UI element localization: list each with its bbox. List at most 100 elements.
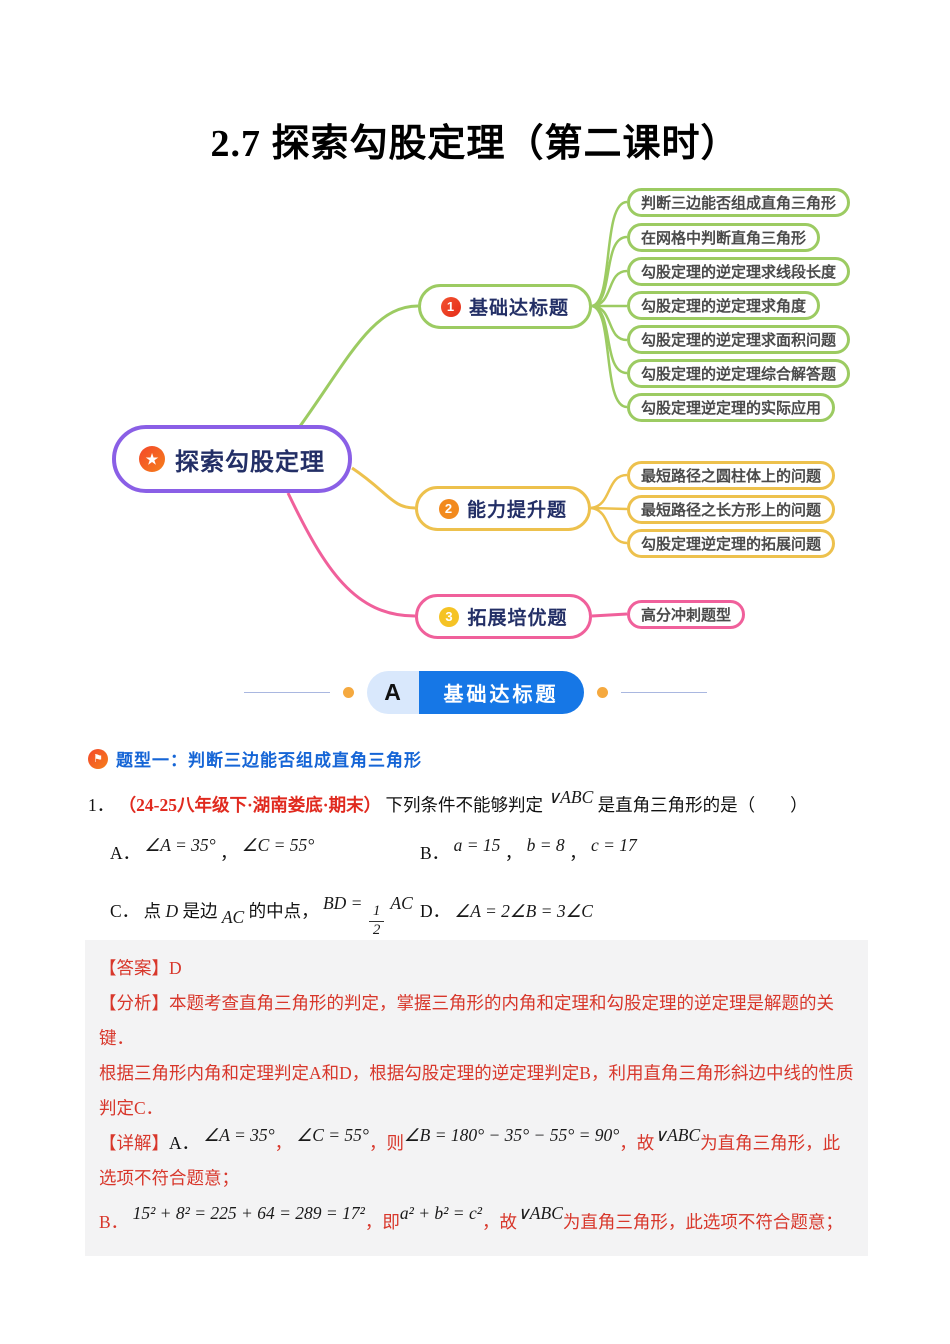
detail-math: ∠C = 55° <box>296 1125 369 1145</box>
banner-dot-left-icon <box>342 686 354 698</box>
mindmap-connector <box>591 235 628 308</box>
detail-math: a² + b² = c² <box>399 1203 482 1223</box>
mindmap-leaf: 勾股定理逆定理的拓展问题 <box>627 529 836 558</box>
question-1: 1． （24-25八年级下·湖南娄底·期末） 下列条件不能够判定 ∨ABC 是直… <box>88 787 880 940</box>
fraction-numerator: 1 <box>368 903 385 922</box>
flag-icon: ⚑ <box>88 748 108 769</box>
detail-text: 故 <box>636 1133 655 1153</box>
option-math: AC <box>221 907 245 927</box>
mindmap-connector <box>590 473 628 510</box>
option-d: D． ∠A = 2∠B = 3∠C <box>420 898 593 923</box>
question-source: （24-25八年级下·湖南娄底·期末） <box>118 795 382 815</box>
fraction-suffix: AC <box>390 893 413 913</box>
mindmap-leaf: 判断三边能否组成直角三角形 <box>627 188 851 217</box>
question-number: 1． <box>88 795 115 815</box>
stem-text: 下列条件不能够判定 <box>385 795 544 815</box>
option-math: D <box>165 901 179 921</box>
option-a: A． ∠A = 35° ， ∠C = 55° <box>110 835 314 865</box>
mindmap-leaf: 勾股定理的逆定理综合解答题 <box>627 359 851 388</box>
detail-math: 15² + 8² = 225 + 64 = 289 = 17² <box>132 1203 365 1223</box>
option-math: ∠C = 55° <box>241 835 315 855</box>
detail-separator: ， <box>368 1133 387 1153</box>
star-icon: ★ <box>139 446 165 472</box>
fraction-denominator: 2 <box>372 921 381 938</box>
detail-math: ∨ABC <box>517 1203 563 1223</box>
mindmap: ★ 探索勾股定理 1 基础达标题 2 能力提升题 3 拓展培优题 判断三边能否组… <box>0 180 950 650</box>
analysis-text: 本题考查直角三角形的判定，掌握三角形的内角和定理和勾股定理的逆定理是解题的关键． <box>99 993 834 1048</box>
detail-line-b: B． 15² + 8² = 225 + 64 = 289 = 17² ， 即a² +… <box>99 1203 854 1240</box>
analysis-line: 根据三角形内角和定理判定A和D，根据勾股定理的逆定理判定B，利用直角三角形斜边中… <box>99 1056 854 1126</box>
mindmap-leaf: 在网格中判断直角三角形 <box>627 223 821 252</box>
option-separator: ， <box>504 843 523 863</box>
detail-text: 则 <box>386 1133 404 1153</box>
detail-math: ∠B = 180° − 35° − 55° = 90° <box>403 1125 620 1145</box>
detail-label: 【详解】 <box>99 1133 169 1153</box>
topic-label: 题型一：判断三边能否组成直角三角形 <box>116 751 422 770</box>
banner-label: 基础达标题 <box>418 670 584 714</box>
option-math: b = 8 <box>526 835 565 855</box>
option-text: 点 <box>143 901 162 921</box>
stem-text: 是直角三角形的是（ ） <box>597 795 808 815</box>
detail-line-a: 【详解】A． ∠A = 35°， ∠C = 55°，则∠B = 180° − 3… <box>99 1125 854 1196</box>
branch-label: 拓展培优题 <box>467 608 568 629</box>
analysis-text: 根据三角形内角和定理判定A和D，根据勾股定理的逆定理判定B，利用直角三角形斜边中… <box>99 1063 854 1118</box>
mindmap-branch-ability: 2 能力提升题 <box>415 486 591 531</box>
banner-line-right <box>620 691 707 693</box>
mindmap-root-node: ★ 探索勾股定理 <box>112 425 352 493</box>
mindmap-leaf: 勾股定理的逆定理求面积问题 <box>627 325 851 354</box>
option-separator: ， <box>220 843 238 863</box>
mindmap-connector <box>351 466 416 510</box>
detail-option-label: B． <box>99 1212 129 1232</box>
detail-text: 故 <box>499 1212 518 1232</box>
number-1-badge-icon: 1 <box>440 296 461 317</box>
mindmap-leaf: 勾股定理的逆定理求角度 <box>627 291 821 320</box>
analysis-line: 【分析】本题考查直角三角形的判定，掌握三角形的内角和定理和勾股定理的逆定理是解题… <box>99 986 854 1056</box>
detail-text: 为直角三角形，此选项不符合题意； <box>562 1212 843 1232</box>
detail-math: ∨ABC <box>654 1125 701 1145</box>
mindmap-connector <box>590 506 628 511</box>
banner-letter: A <box>366 670 419 714</box>
detail-text: 即 <box>382 1212 400 1232</box>
mindmap-leaf: 勾股定理逆定理的实际应用 <box>627 393 836 422</box>
option-math: a = 15 <box>453 835 501 855</box>
mindmap-connector <box>591 612 628 618</box>
answer-value: D <box>169 958 182 978</box>
mindmap-leaf: 最短路径之圆柱体上的问题 <box>627 461 836 490</box>
detail-separator: ， <box>619 1133 637 1153</box>
option-label: B． <box>420 843 450 863</box>
option-text: 的中点， <box>248 901 319 921</box>
mindmap-leaf: 勾股定理的逆定理求线段长度 <box>627 257 851 286</box>
mindmap-leaf: 最短路径之长方形上的问题 <box>627 495 836 524</box>
mindmap-connector <box>286 492 416 618</box>
detail-option-label: A． <box>169 1133 200 1153</box>
option-b: B． a = 15 ， b = 8 ， c = 17 <box>420 835 637 865</box>
mindmap-connector <box>296 304 419 430</box>
mindmap-root-label: 探索勾股定理 <box>175 448 325 476</box>
banner-pill: A 基础达标题 <box>366 670 584 714</box>
mindmap-connectors <box>286 200 628 618</box>
detail-separator: ， <box>482 1212 500 1232</box>
option-math: ∠A = 2∠B = 3∠C <box>454 901 593 921</box>
analysis-label: 【分析】 <box>99 993 169 1013</box>
mindmap-connector <box>590 506 628 545</box>
number-3-badge-icon: 3 <box>439 606 460 627</box>
stem-math: ∨ABC <box>547 787 594 807</box>
option-label: D． <box>420 901 451 921</box>
option-label: C． <box>110 901 140 921</box>
mindmap-leaf: 高分冲刺题型 <box>627 600 746 629</box>
detail-math: ∠A = 35° <box>203 1125 275 1145</box>
question-stem: 1． （24-25八年级下·湖南娄底·期末） 下列条件不能够判定 ∨ABC 是直… <box>88 787 880 817</box>
fraction-prefix: BD = <box>322 893 363 913</box>
mindmap-connector <box>591 200 628 308</box>
option-text: 是边 <box>182 901 218 921</box>
topic-heading: ⚑ 题型一：判断三边能否组成直角三角形 <box>88 746 422 771</box>
mindmap-branch-basic: 1 基础达标题 <box>418 284 592 329</box>
solution-block: 【答案】D 【分析】本题考查直角三角形的判定，掌握三角形的内角和定理和勾股定理的… <box>85 940 868 1256</box>
section-banner: A 基础达标题 <box>0 668 950 716</box>
option-separator: ， <box>569 843 587 863</box>
mindmap-branch-advanced: 3 拓展培优题 <box>415 594 592 639</box>
